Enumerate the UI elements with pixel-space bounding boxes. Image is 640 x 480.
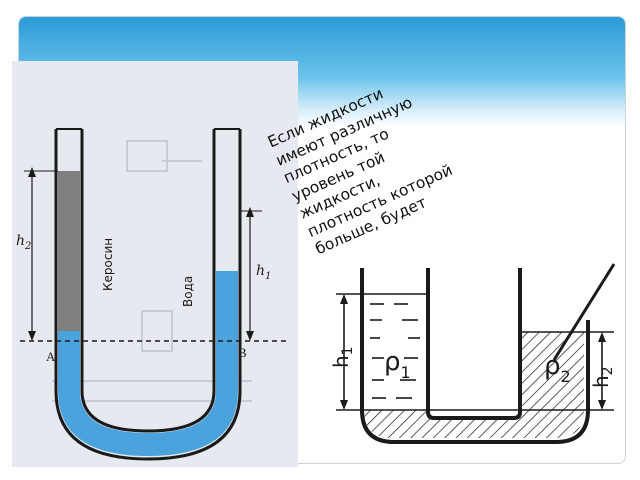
communicating-vessels-diagram: h1 h2 ρ1 ρ2: [329, 263, 616, 444]
kerosene-label: Керосин: [101, 238, 115, 291]
h1-subscript: 1: [265, 271, 271, 282]
density-rho1-subscript: 1: [401, 363, 411, 382]
vessel-h2-label: h: [589, 375, 613, 388]
density-rho2-subscript: 2: [561, 367, 571, 386]
point-a-label: A: [46, 349, 56, 364]
h1-label: h: [256, 263, 265, 279]
vessel-h2-subscript: 2: [600, 366, 616, 375]
h2-label: h: [16, 233, 25, 249]
svg-text:h2: h2: [16, 233, 31, 252]
point-b-label: B: [238, 345, 247, 360]
svg-text:ρ2: ρ2: [544, 351, 571, 386]
svg-text:h2: h2: [589, 366, 616, 388]
density-rho1-label: ρ: [384, 347, 401, 377]
vessel-h1-subscript: 1: [340, 346, 356, 355]
svg-text:ρ1: ρ1: [384, 347, 411, 382]
svg-text:h1: h1: [256, 263, 271, 282]
u-tube-photo-figure: h2 h1 A B Керосин Вода: [12, 61, 298, 467]
h2-subscript: 2: [24, 241, 31, 252]
vessel-h1-label: h: [329, 355, 353, 368]
svg-text:h1: h1: [329, 346, 356, 368]
water-label: Вода: [181, 276, 195, 307]
density-rho2-label: ρ: [544, 351, 561, 381]
